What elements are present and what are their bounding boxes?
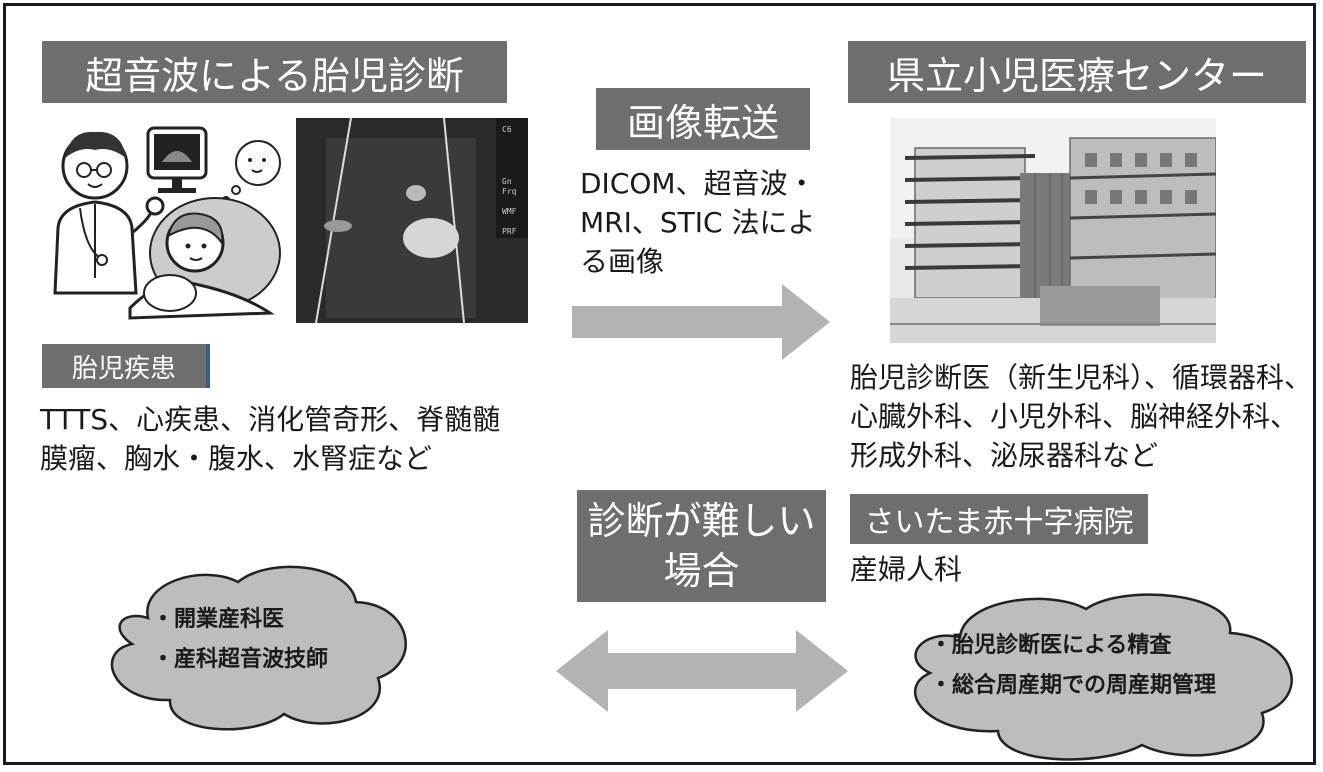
svg-text:PRF: PRF [502,227,517,236]
dept-line-2: 心臓外科、小児外科、脳神経外科、 [850,400,1299,433]
disease-label: 胎児疾患 [42,344,210,388]
left-cloud-shape [110,565,407,731]
image-transfer-label: 画像転送 [596,88,810,150]
dept-line-3: 形成外科、泌尿器科など [850,439,1159,472]
left-title: 超音波による胎児診断 [42,41,507,103]
cloud-left-item-2: ・産科超音波技師 [152,647,329,672]
hospital-building-photo [890,118,1216,343]
difficult-case-line-2: 場合 [663,549,740,593]
difficult-case-line-1: 診断が難しい [587,499,816,543]
cloud-left-item-1: ・開業産科医 [152,607,285,632]
svg-text:Frq: Frq [502,187,517,196]
diagram-frame [3,3,1316,765]
disease-list-line-1: TTTS、心疾患、消化管奇形、脊髄髄 [40,403,501,436]
cloud-right-item-1: ・胎児診断医による精査 [930,633,1172,658]
cloud-right-item-2: ・総合周産期での周産期管理 [930,673,1217,698]
svg-text:WMF: WMF [502,207,517,216]
red-cross-hospital-label: さいたま赤十字病院 [850,494,1148,544]
right-cloud-shape [914,593,1293,761]
right-arrow [572,284,830,360]
disease-list-line-2: 膜瘤、胸水・腹水、水腎症など [40,442,433,475]
transfer-desc-line-3: る画像 [580,245,665,278]
ultrasound-image: C6 Gn Frq WMF PRF [296,118,528,323]
svg-text:C6: C6 [502,125,512,134]
obgyn-dept: 産婦人科 [850,553,963,586]
svg-text:Gn: Gn [502,177,512,186]
dept-line-1: 胎児診断医（新生児科）、循環器科、 [850,361,1313,394]
bidirectional-arrow [556,630,848,712]
transfer-desc-line-2: MRI、STIC 法によ [580,206,816,239]
right-title: 県立小児医療センター [848,41,1306,103]
difficult-case-label: 診断が難しい 場合 [577,490,826,602]
transfer-desc-line-1: DICOM、超音波・ [580,167,816,200]
doctor-patient-illustration [53,126,281,320]
